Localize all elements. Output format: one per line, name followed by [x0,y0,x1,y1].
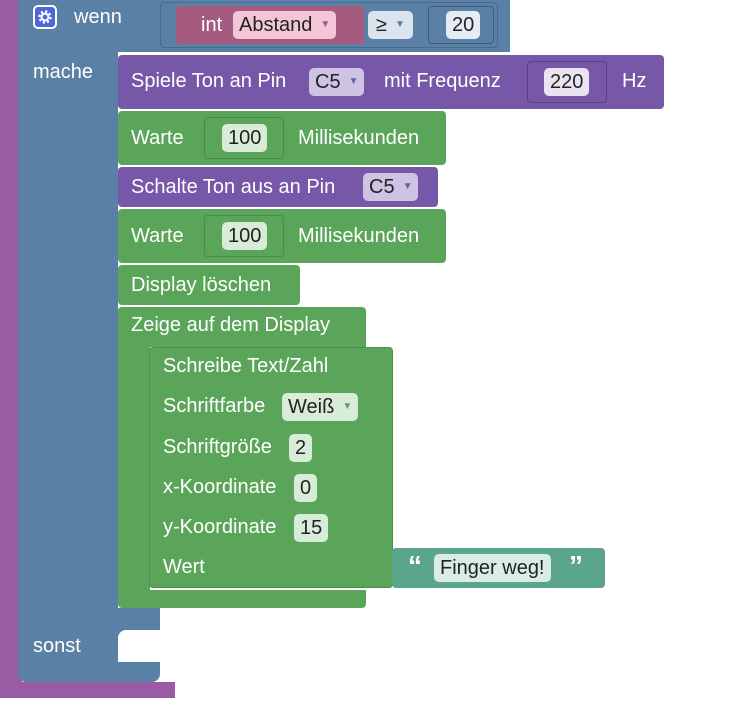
text-field[interactable]: Finger weg! [434,554,551,582]
wait-value-1: 100 [228,127,262,149]
dropdown-arrow-icon: ▼ [394,19,405,30]
font-size-value: 2 [295,437,307,459]
if-label: wenn [74,6,122,28]
tone-off-label: Schalte Ton aus an Pin [131,176,336,198]
dropdown-arrow-icon: ▼ [342,401,353,412]
display-show-bottom [118,590,366,608]
wait-label-2: Warte [131,225,184,247]
wait-value-2: 100 [228,225,262,247]
display-clear-label: Display löschen [131,274,272,296]
y-coordinate-field[interactable]: 15 [294,514,329,542]
gear-glyph [38,10,52,24]
int-type-label: int [201,14,223,36]
frequency-field[interactable]: 220 [544,68,590,96]
display-clear-block[interactable] [118,265,300,305]
font-color-label: Schriftfarbe [163,395,266,417]
tone-off-pin-dropdown[interactable]: C5 ▼ [363,173,419,201]
compare-number-field[interactable]: 20 [446,11,481,39]
wait-label-1: Warte [131,127,184,149]
write-text-title: Schreibe Text/Zahl [163,355,329,377]
variable-name: Abstand [239,14,313,36]
display-show-spine [118,307,150,607]
gear-icon[interactable] [33,5,57,29]
display-show-block[interactable] [118,307,366,347]
font-color-dropdown[interactable]: Weiß ▼ [282,393,359,421]
wait-field-1[interactable]: 100 [222,124,268,152]
wait-unit-1: Millisekunden [298,127,420,149]
outer-block-left-bar [0,0,22,698]
text-value: Finger weg! [440,557,545,579]
do-label: mache [33,61,94,83]
frequency-value: 220 [550,71,584,93]
close-quote-icon: ” [569,550,583,581]
open-quote-icon: “ [408,550,422,581]
y-coordinate-label: y-Koordinate [163,516,277,538]
play-tone-pin: C5 [315,71,341,93]
y-coordinate-value: 15 [300,517,323,539]
tone-off-pin: C5 [369,176,395,198]
dropdown-arrow-icon: ▼ [320,19,331,30]
else-socket[interactable] [118,630,160,664]
x-coordinate-value: 0 [300,477,312,499]
else-arm-bottom [118,662,160,682]
outer-block-bottom-bar [0,682,175,698]
if-else-block-spine [18,0,118,682]
operator-value: ≥ [376,14,387,36]
font-size-label: Schriftgröße [163,436,272,458]
play-tone-label: Spiele Ton an Pin [131,70,287,92]
wait-field-2[interactable]: 100 [222,222,268,250]
font-color-value: Weiß [288,396,335,418]
wait-unit-2: Millisekunden [298,225,420,247]
font-size-field[interactable]: 2 [289,434,313,462]
variable-dropdown[interactable]: Abstand ▼ [233,11,337,39]
operator-dropdown[interactable]: ≥ ▼ [368,11,413,39]
value-label: Wert [163,556,205,578]
dropdown-arrow-icon: ▼ [402,181,413,192]
play-tone-pin-dropdown[interactable]: C5 ▼ [309,68,365,96]
x-coordinate-label: x-Koordinate [163,476,277,498]
write-text-block[interactable] [149,347,393,588]
dropdown-arrow-icon: ▼ [348,76,359,87]
else-label: sonst [33,635,81,657]
compare-number: 20 [452,14,475,36]
x-coordinate-field[interactable]: 0 [294,474,318,502]
display-show-label: Zeige auf dem Display [131,314,330,336]
frequency-label: mit Frequenz [384,70,501,92]
frequency-unit: Hz [622,70,647,92]
